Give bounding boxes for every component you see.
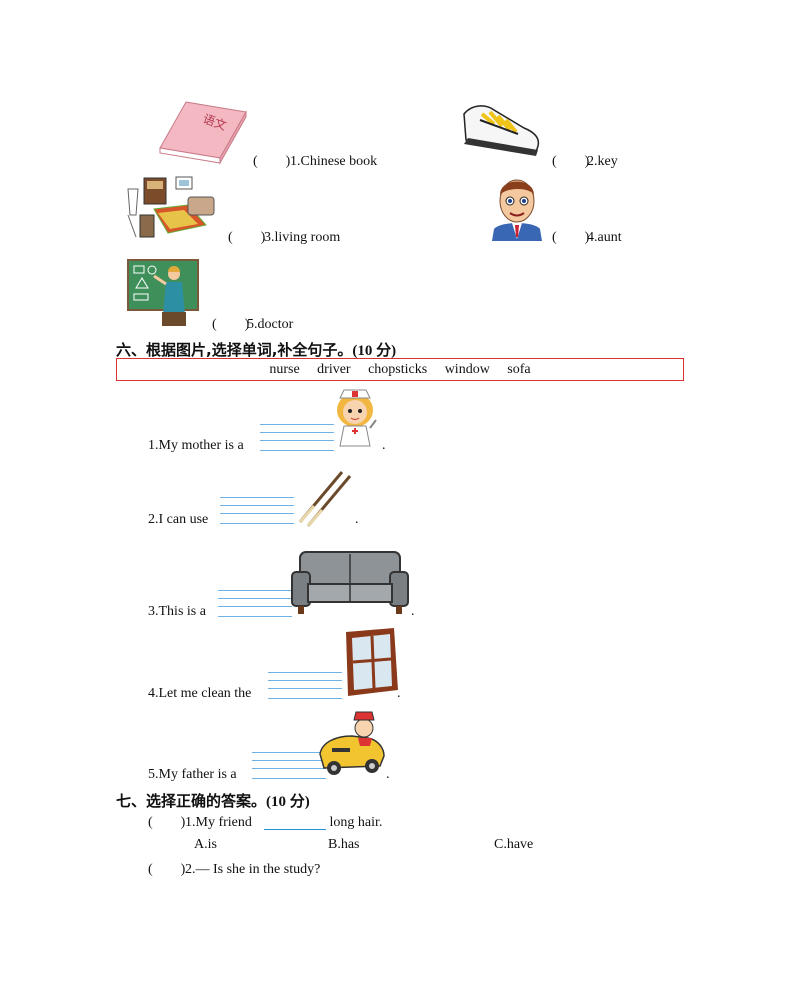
sentence-2-text: 2.I can use xyxy=(148,512,209,527)
q1-text-end: long hair. xyxy=(326,815,383,830)
sentence-1-period: . xyxy=(382,438,386,453)
item-3-text: 3.living room xyxy=(264,230,341,245)
sentence-2-period: . xyxy=(355,512,359,527)
item-1-paren: ( ) xyxy=(253,154,291,169)
taxi-driver-image xyxy=(319,711,385,775)
nurse-image xyxy=(337,389,377,447)
q2-paren: ( ) xyxy=(148,862,186,877)
section7-heading: 七、选择正确的答案。(10 分) xyxy=(116,792,310,810)
sentence-4-blank[interactable] xyxy=(268,672,342,700)
chopsticks-image xyxy=(298,471,352,527)
q1-text: 1.My friend xyxy=(185,815,252,830)
q1-paren: ( ) xyxy=(148,815,186,830)
item-1-text: 1.Chinese book xyxy=(290,154,378,169)
q1-answer-blank[interactable] xyxy=(264,829,326,830)
sentence-3-blank[interactable] xyxy=(218,590,292,618)
sentence-2-blank[interactable] xyxy=(220,497,294,525)
q1-option-c[interactable]: C.have xyxy=(494,837,534,852)
word-bank-box: nurse driver chopsticks window sofa xyxy=(116,358,684,381)
item-2-text: 2.key xyxy=(587,154,618,169)
sentence-4-period: . xyxy=(397,686,401,701)
word-bank-text: nurse driver chopsticks window sofa xyxy=(269,362,531,377)
item-2-paren: ( ) xyxy=(552,154,590,169)
sentence-5-blank[interactable] xyxy=(252,752,326,780)
item-4-paren: ( ) xyxy=(552,230,590,245)
sofa-image xyxy=(291,551,409,614)
sentence-1-text: 1.My mother is a xyxy=(148,438,244,453)
shoe-image xyxy=(463,105,540,156)
living-room-image xyxy=(127,176,215,238)
sentence-3-text: 3.This is a xyxy=(148,604,206,619)
item-5-paren: ( ) xyxy=(212,317,250,332)
q1-option-a[interactable]: A.is xyxy=(194,837,217,852)
sentence-5-period: . xyxy=(386,767,390,782)
man-portrait-image xyxy=(492,179,542,241)
teacher-blackboard-image xyxy=(127,259,199,326)
q2-text: 2.— Is she in the study? xyxy=(185,862,321,877)
chinese-book-image: 语文 xyxy=(159,101,247,165)
window-image xyxy=(346,628,398,696)
sentence-5-text: 5.My father is a xyxy=(148,767,237,782)
section6-heading: 六、根据图片,选择单词,补全句子。(10 分) xyxy=(116,341,397,359)
item-5-text: 5.doctor xyxy=(247,317,294,332)
item-4-text: 4.aunt xyxy=(587,230,622,245)
q1-option-b[interactable]: B.has xyxy=(328,837,360,852)
sentence-4-text: 4.Let me clean the xyxy=(148,686,252,701)
sentence-3-period: . xyxy=(411,604,415,619)
item-3-paren: ( ) xyxy=(228,230,266,245)
sentence-1-blank[interactable] xyxy=(260,424,334,452)
